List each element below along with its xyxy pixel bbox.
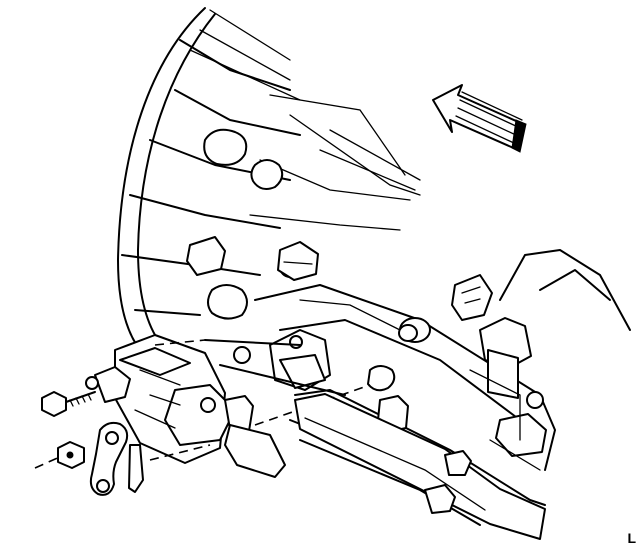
mounting-bolt (41, 376, 99, 417)
corner-label: L (627, 530, 636, 546)
front-direction-arrow (432, 84, 527, 153)
oil-pan (294, 393, 546, 540)
neutral-position-switch (94, 334, 286, 478)
shift-linkage (204, 329, 411, 466)
retaining-clip (451, 274, 493, 321)
mounting-bracket (277, 241, 319, 281)
bell-housing (117, 7, 421, 364)
retaining-nut (57, 441, 85, 469)
case-bushing (398, 317, 431, 343)
detent-lever (89, 421, 144, 496)
